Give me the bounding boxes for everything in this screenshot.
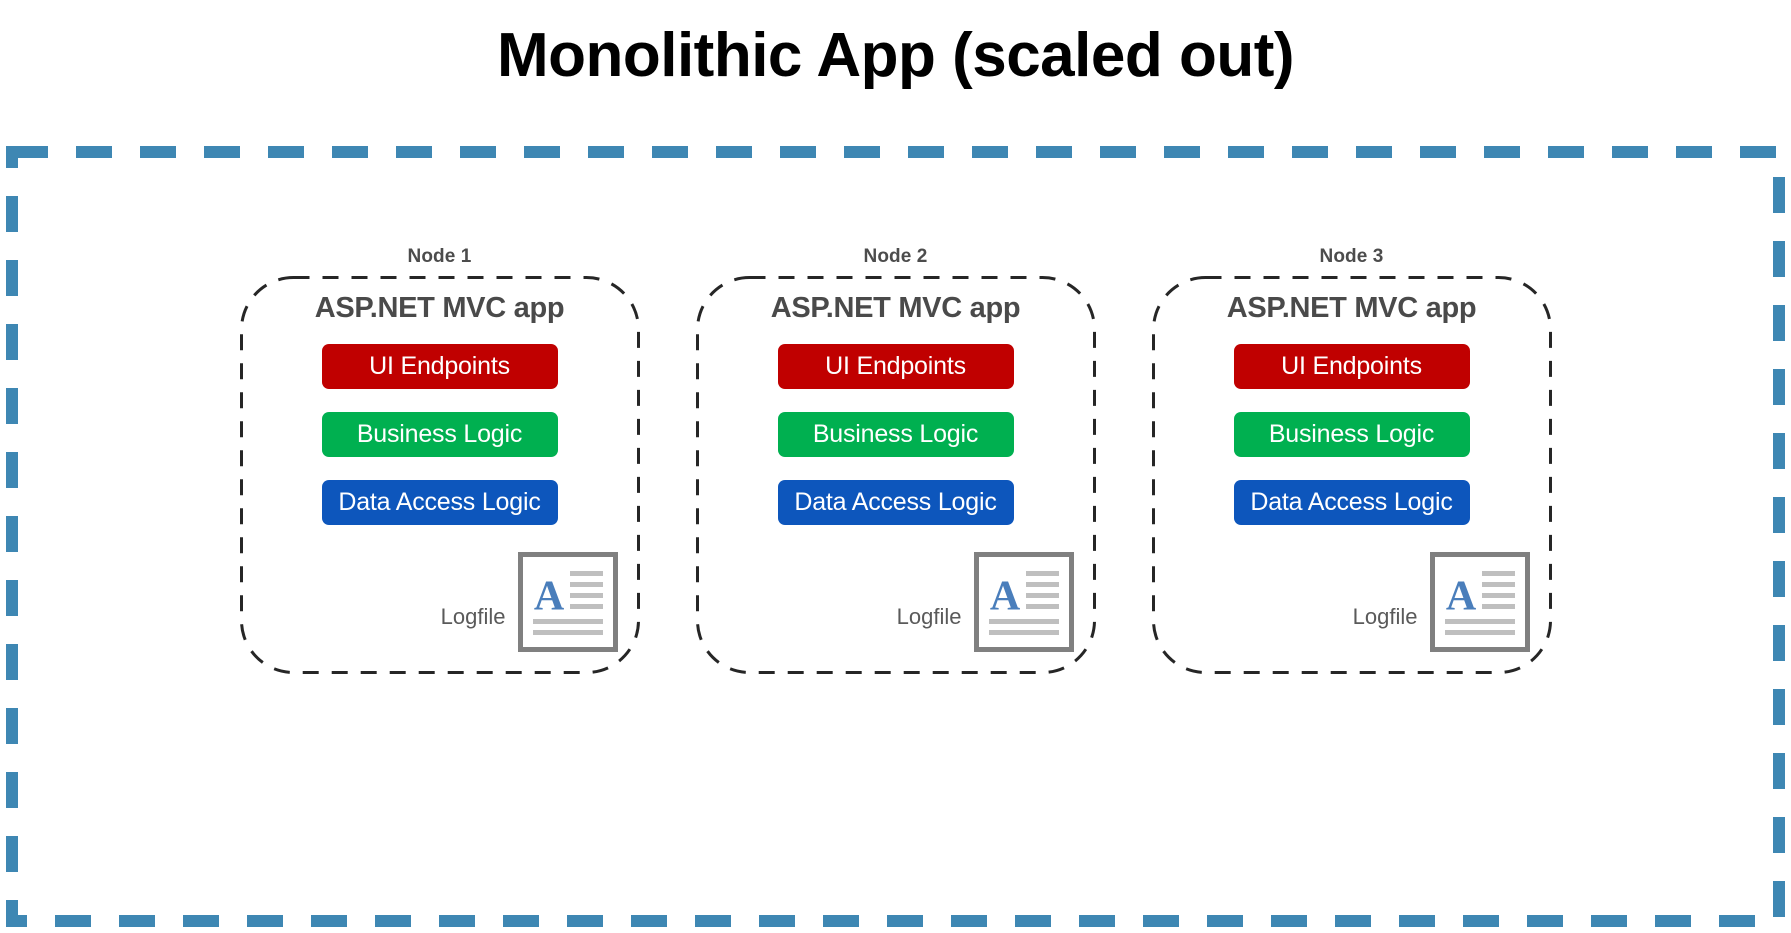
cluster-boundary-rect (6, 146, 1785, 927)
node-heading: ASP.NET MVC app (1226, 292, 1477, 324)
layer-stack: UI Endpoints Business Logic Data Access … (240, 344, 640, 525)
layer-business-logic[interactable]: Business Logic (777, 412, 1014, 457)
logfile-label: Logfile (1352, 604, 1418, 629)
page-title: Monolithic App (scaled out) (496, 21, 1295, 90)
node-card[interactable]: Node 2 ASP.NET MVC app UI Endpoints Busi… (695, 246, 1096, 686)
layer-business-logic[interactable]: Business Logic (321, 412, 558, 457)
logfile-group[interactable]: Logfile A (897, 552, 1074, 652)
logfile-label: Logfile (440, 604, 506, 629)
document-text-icon: A (973, 552, 1074, 652)
logfile-group[interactable]: Logfile A (1353, 552, 1530, 652)
layer-data-access-logic[interactable]: Data Access Logic (1233, 480, 1470, 525)
cluster-boundary (6, 146, 1785, 927)
svg-text:A: A (1445, 574, 1476, 620)
node-heading: ASP.NET MVC app (770, 292, 1021, 324)
layer-business-logic[interactable]: Business Logic (1233, 412, 1470, 457)
layer-data-access-logic[interactable]: Data Access Logic (321, 480, 558, 525)
node-label: Node 3 (1319, 246, 1384, 267)
node-card[interactable]: Node 3 ASP.NET MVC app UI Endpoints Busi… (1151, 246, 1552, 686)
logfile-label: Logfile (896, 604, 962, 629)
layer-ui-endpoints[interactable]: UI Endpoints (1233, 344, 1470, 389)
nodes-row: Node 1 ASP.NET MVC app UI Endpoints Busi… (0, 246, 1791, 686)
layer-ui-endpoints[interactable]: UI Endpoints (777, 344, 1014, 389)
document-text-icon: A (1429, 552, 1530, 652)
node-label: Node 2 (863, 246, 928, 267)
logfile-group[interactable]: Logfile A (441, 552, 618, 652)
layer-stack: UI Endpoints Business Logic Data Access … (696, 344, 1096, 525)
layer-ui-endpoints[interactable]: UI Endpoints (321, 344, 558, 389)
node-card[interactable]: Node 1 ASP.NET MVC app UI Endpoints Busi… (239, 246, 640, 686)
node-body: ASP.NET MVC app UI Endpoints Business Lo… (696, 276, 1096, 674)
node-body: ASP.NET MVC app UI Endpoints Business Lo… (240, 276, 640, 674)
layer-data-access-logic[interactable]: Data Access Logic (777, 480, 1014, 525)
layer-stack: UI Endpoints Business Logic Data Access … (1152, 344, 1552, 525)
svg-text:A: A (989, 574, 1020, 620)
node-label: Node 1 (407, 246, 472, 267)
node-body: ASP.NET MVC app UI Endpoints Business Lo… (1152, 276, 1552, 674)
svg-text:A: A (533, 574, 564, 620)
document-text-icon: A (517, 552, 618, 652)
node-heading: ASP.NET MVC app (314, 292, 565, 324)
